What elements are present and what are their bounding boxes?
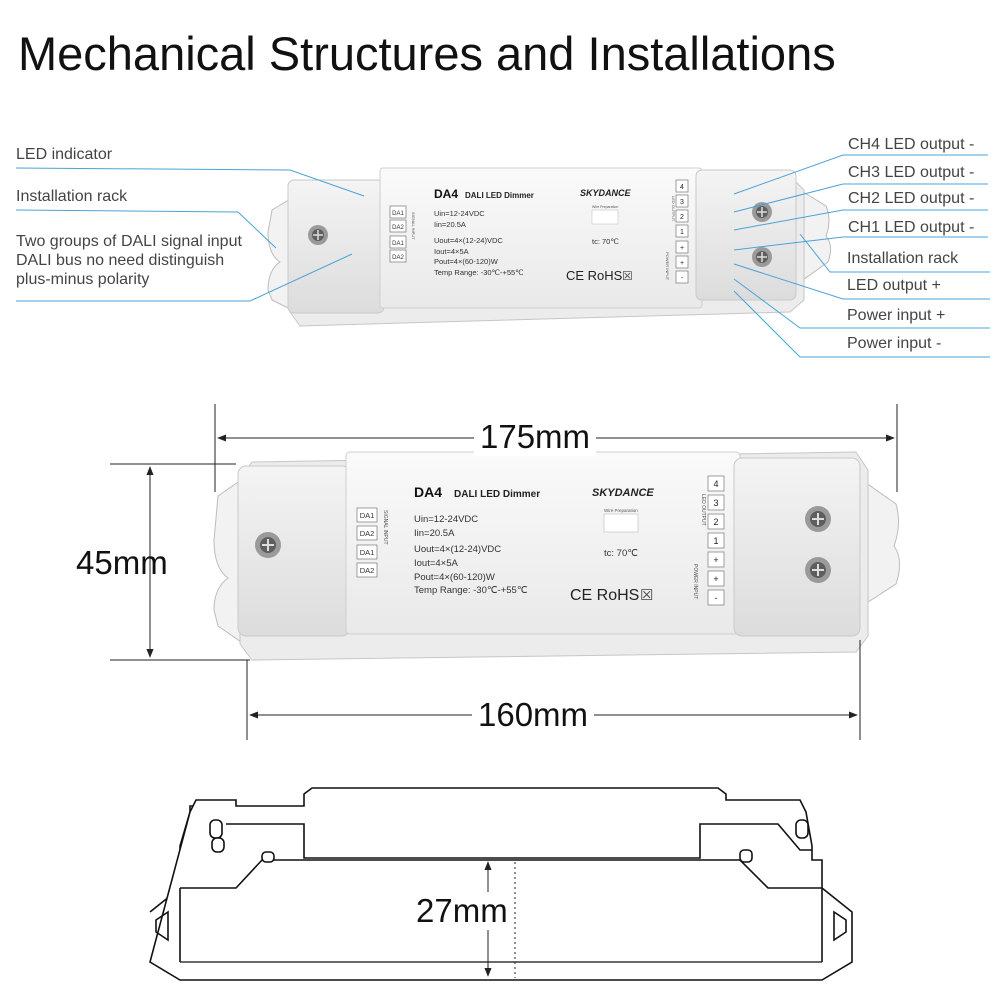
dali-terminal-block: DA1 DA2 DA1 DA2 SIGNAL INPUT: [389, 205, 416, 263]
brand-logo: SKYDANCE: [592, 487, 654, 499]
terminal-label: 4: [713, 479, 718, 489]
dimension-length-body: 160mm: [472, 696, 595, 734]
output-terminal-block: 4 3 2 1 + + - LED OUTPUT POWER INPUT: [665, 179, 689, 284]
screw-icon: [308, 225, 328, 245]
screw-icon: [752, 202, 772, 222]
dimension-height: 45mm: [76, 544, 168, 581]
terminal-label: 3: [680, 199, 684, 206]
device-side-profile: [149, 787, 853, 981]
label-ch2-output: CH2 LED output -: [848, 190, 975, 207]
led-output-label: LED OUTPUT: [700, 494, 706, 526]
label-dali-input: Two groups of DALI signal input: [16, 233, 242, 250]
label-power-input-minus: Power input -: [847, 335, 942, 352]
spec-iout: Iout=4×5A: [434, 247, 469, 256]
spec-iout: Iout=4×5A: [414, 558, 459, 569]
screw-icon: [255, 532, 281, 558]
output-terminal-block: 4 3 2 1 + + - LED OUTPUT POWER INPUT: [692, 475, 725, 606]
spec-iin: Iin=20.5A: [414, 528, 455, 539]
model-label: DA4: [434, 187, 458, 201]
label-dali-bus: DALI bus no need distinguish: [16, 252, 225, 269]
dali-terminal-block: DA1 DA2 DA1 DA2 SIGNAL INPUT: [356, 507, 388, 578]
terminal-label: +: [680, 245, 684, 252]
terminal-label: 2: [713, 517, 718, 527]
terminal-label: -: [715, 593, 718, 603]
dali-terminal-label: DA2: [392, 255, 404, 261]
model-label: DA4: [414, 484, 442, 500]
screw-icon: [805, 506, 831, 532]
label-led-output-plus: LED output +: [847, 277, 941, 294]
terminal-label: +: [713, 555, 718, 565]
dali-terminal-label: DA1: [360, 548, 375, 557]
wire-prep-label: Wire Preparation: [604, 508, 638, 513]
signal-input-label: SIGNAL INPUT: [382, 510, 388, 545]
weee-bin-icon: ☒: [622, 269, 633, 283]
spec-temp: Temp Range: -30℃-+55℃: [434, 268, 524, 277]
spec-uout: Uout=4×(12-24)VDC: [434, 236, 503, 245]
device-top: DA1 DA2 DA1 DA2 SIGNAL INPUT DA4 DALI LE…: [267, 167, 832, 327]
dali-terminal-label: DA1: [392, 241, 404, 247]
terminal-label: 1: [680, 229, 684, 236]
weee-bin-icon: ☒: [640, 587, 653, 604]
spec-uin: Uin=12-24VDC: [414, 514, 478, 525]
label-led-indicator: LED indicator: [16, 146, 113, 163]
certification-mark: CE RoHS: [570, 587, 639, 604]
dimension-depth: 27mm: [410, 892, 514, 930]
product-name: DALI LED Dimmer: [465, 191, 534, 200]
power-input-label: POWER INPUT: [692, 564, 698, 599]
spec-pout: Pout=4×(60-120)W: [414, 572, 495, 583]
spec-pout: Pout=4×(60-120)W: [434, 257, 499, 266]
label-installation-rack-left: Installation rack: [16, 188, 128, 205]
wire-prep-label: Wire Preparation: [592, 205, 618, 209]
spec-iin: Iin=20.5A: [434, 220, 466, 229]
callout-lines: [15, 154, 990, 358]
product-name: DALI LED Dimmer: [454, 489, 540, 500]
spec-uin: Uin=12-24VDC: [434, 209, 485, 218]
led-output-label: LED OUTPUT: [671, 196, 676, 222]
device-dimension-view: DA1 DA2 DA1 DA2 SIGNAL INPUT DA4 DALI LE…: [213, 451, 900, 661]
terminal-label: 4: [680, 184, 684, 191]
dali-terminal-label: DA2: [360, 529, 375, 538]
tc-label: tc: 70℃: [604, 548, 638, 559]
dali-terminal-label: DA1: [360, 511, 375, 520]
signal-input-label: SIGNAL INPUT: [411, 212, 416, 240]
label-polarity: plus-minus polarity: [16, 271, 150, 288]
spec-uout: Uout=4×(12-24)VDC: [414, 544, 501, 555]
label-ch1-output: CH1 LED output -: [848, 219, 975, 236]
brand-logo: SKYDANCE: [580, 188, 632, 198]
screw-icon: [805, 557, 831, 583]
page-title: Mechanical Structures and Installations: [18, 27, 836, 80]
label-ch4-output: CH4 LED output -: [848, 136, 975, 153]
label-power-input-plus: Power input +: [847, 307, 946, 324]
terminal-label: 1: [713, 536, 718, 546]
dali-terminal-label: DA1: [392, 211, 404, 217]
dimension-length-total: 175mm: [474, 418, 597, 456]
terminal-label: +: [680, 260, 684, 267]
tc-label: tc: 70℃: [592, 237, 619, 246]
dali-terminal-label: DA2: [392, 225, 404, 231]
terminal-label: 2: [680, 214, 684, 221]
dali-terminal-label: DA2: [360, 566, 375, 575]
screw-icon: [752, 247, 772, 267]
label-installation-rack-right: Installation rack: [847, 250, 959, 267]
label-ch3-output: CH3 LED output -: [848, 164, 975, 181]
terminal-label: 3: [713, 498, 718, 508]
terminal-label: -: [681, 275, 684, 282]
spec-temp: Temp Range: -30℃-+55℃: [414, 585, 528, 596]
power-input-label: POWER INPUT: [665, 252, 670, 281]
certification-mark: CE RoHS: [566, 268, 623, 283]
terminal-label: +: [713, 574, 718, 584]
